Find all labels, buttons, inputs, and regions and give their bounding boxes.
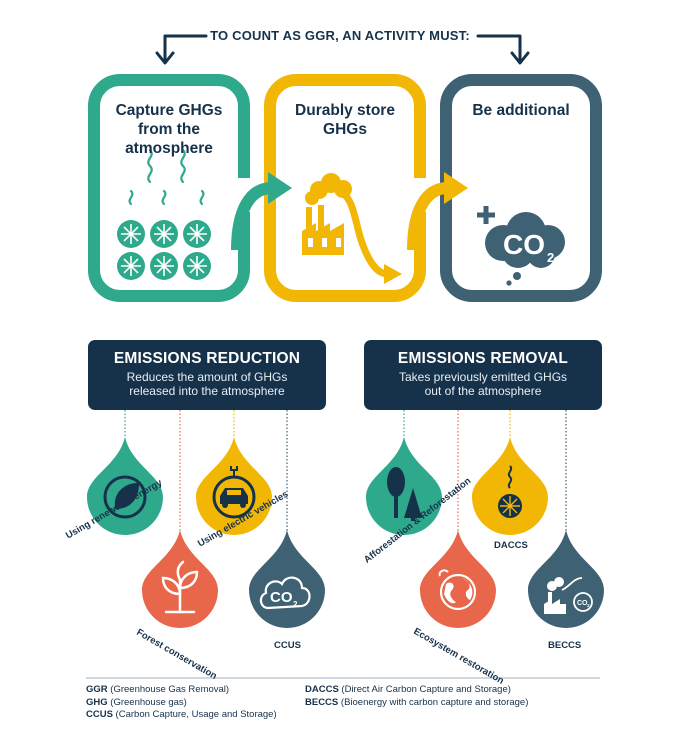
emissions-reduction-banner: EMISSIONS REDUCTION Reduces the amount o… xyxy=(88,340,326,410)
svg-text:CO: CO xyxy=(577,600,588,607)
factory-storage-icon xyxy=(302,173,402,284)
label-daccs: DACCS xyxy=(494,540,528,551)
drop-ccus: CO 2 xyxy=(249,530,325,629)
criterion-title-capture: Capture GHGs from the atmosphere xyxy=(115,102,223,157)
drop-forest-conservation xyxy=(142,530,218,628)
drop-electric-vehicles xyxy=(196,437,272,535)
banner-title: EMISSIONS REMOVAL xyxy=(397,350,569,367)
drop-afforestation xyxy=(366,437,442,535)
banner-subtitle-line1: Reduces the amount of GHGs xyxy=(126,370,288,384)
co2-cloud-outline-icon xyxy=(259,576,311,610)
drop-beccs: CO 2 xyxy=(528,530,604,628)
header-title: TO COUNT AS GGR, AN ACTIVITY MUST: xyxy=(210,28,470,43)
svg-text:CO: CO xyxy=(270,589,293,606)
svg-text:CO: CO xyxy=(503,229,545,260)
drop-ecosystem-restoration xyxy=(420,530,496,628)
label-ccus: CCUS xyxy=(274,640,301,651)
trees-icon xyxy=(387,467,422,521)
emissions-removal-banner: EMISSIONS REMOVAL Takes previously emitt… xyxy=(364,340,602,410)
banner-subtitle-line2: out of the atmosphere xyxy=(424,384,542,398)
co2-cloud-icon: CO 2 xyxy=(477,206,565,286)
connector-arrow-2 xyxy=(407,172,468,251)
banner-title: EMISSIONS REDUCTION xyxy=(113,350,301,367)
plant-icon xyxy=(161,560,199,614)
bioenergy-factory-icon xyxy=(544,577,593,614)
legend-item: CCUS (Carbon Capture, Usage and Storage) xyxy=(86,709,277,720)
svg-text:2: 2 xyxy=(587,603,590,608)
criterion-title-additional: Be additional xyxy=(472,102,570,119)
legend-left: GGR (Greenhouse Gas Removal) GHG (Greenh… xyxy=(86,684,277,722)
drop-daccs xyxy=(472,437,548,535)
svg-text:2: 2 xyxy=(293,600,298,609)
connector-arrow-1 xyxy=(231,172,292,251)
legend-item: DACCS (Direct Air Carbon Capture and Sto… xyxy=(305,684,511,695)
legend-right: DACCS (Direct Air Carbon Capture and Sto… xyxy=(305,684,528,709)
legend-item: BECCS (Bioenergy with carbon capture and… xyxy=(305,696,529,708)
label-beccs: BECCS xyxy=(548,640,582,651)
globe-icon xyxy=(438,569,477,611)
banner-subtitle-line1: Takes previously emitted GHGs xyxy=(398,370,568,384)
criterion-title-store: Durably store GHGs xyxy=(295,102,395,138)
legend-item: GGR (Greenhouse Gas Removal) xyxy=(86,684,230,695)
drop-renewable-energy xyxy=(87,437,163,536)
leaf-plug-icon xyxy=(114,482,140,510)
fans-icon xyxy=(117,148,211,280)
banner-subtitle-line2: released into the atmosphere xyxy=(129,384,285,398)
svg-text:2: 2 xyxy=(547,250,554,265)
header-bracket xyxy=(155,34,530,65)
legend-item: GHG (Greenhouse gas) xyxy=(86,696,187,708)
